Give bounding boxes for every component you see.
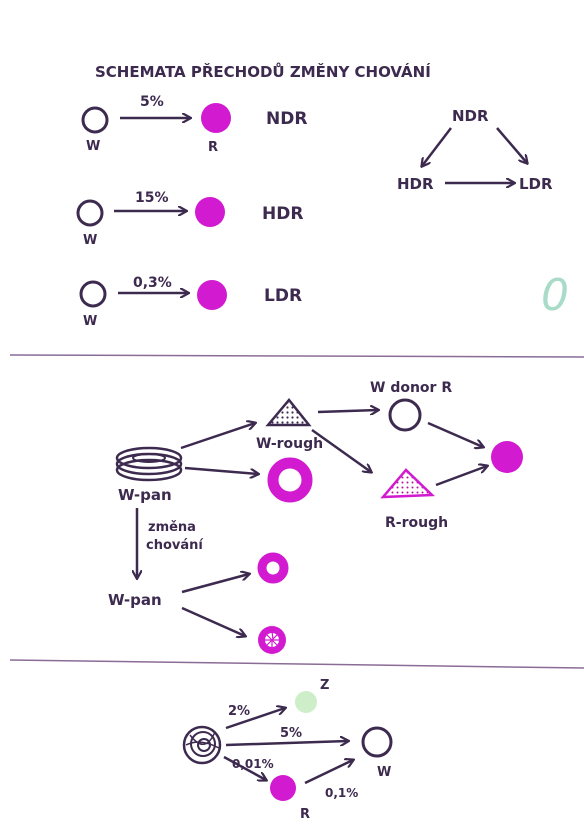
arrow-wpan2-to-star xyxy=(181,606,245,636)
change-label-2: chování xyxy=(146,538,204,553)
r-magenta-circle-2 xyxy=(195,197,225,227)
z-label: Z xyxy=(320,678,329,693)
type-label-2: HDR xyxy=(262,204,303,224)
w-donor-label: W donor R xyxy=(370,380,452,396)
r-rough-label: R-rough xyxy=(385,515,448,531)
magenta-ring-small xyxy=(257,552,289,584)
pct-w-label: 5% xyxy=(280,726,302,741)
w-white-circle-1 xyxy=(81,106,109,134)
w-label-1: W xyxy=(86,139,100,154)
arrow-r-to-w xyxy=(304,760,353,785)
w-rough-colony-icon xyxy=(265,398,312,427)
divider-1 xyxy=(9,354,584,358)
pct-label-3: 0,3% xyxy=(133,275,172,291)
arrow-spiral-to-w xyxy=(225,741,348,745)
r-magenta-circle-3 xyxy=(197,280,227,310)
magenta-ring-colony xyxy=(267,457,313,503)
w-rough-label: W-rough xyxy=(256,436,323,452)
divider-2 xyxy=(9,659,584,669)
w-pan-colony-icon xyxy=(115,446,183,482)
diagram-title: SCHEMATA PŘECHODŮ ZMĚNY CHOVÁNÍ xyxy=(95,61,431,81)
w-white-circle-2 xyxy=(76,199,104,227)
type-label-1: NDR xyxy=(266,109,307,129)
arrow-wpan-to-ring xyxy=(184,466,258,474)
w-donor-white-circle xyxy=(388,398,422,432)
triangle-left-label: HDR xyxy=(397,175,434,193)
arrow-wrough-to-donor xyxy=(317,410,378,412)
r-magenta-circle-s3 xyxy=(270,775,296,801)
w-pan-label: W-pan xyxy=(118,486,172,504)
magenta-star-colony xyxy=(258,626,286,654)
w-pan-label-2: W-pan xyxy=(108,591,162,609)
triangle-top-label: NDR xyxy=(452,107,489,125)
triangle-right-label: LDR xyxy=(519,175,553,193)
pct-r-label: 0,01% xyxy=(232,757,274,771)
r-label-s3: R xyxy=(300,807,310,822)
w-white-circle-s3 xyxy=(361,726,393,758)
arrow-ndr-to-ldr xyxy=(496,127,527,163)
arrow-rrough-to-r xyxy=(435,466,487,487)
arrow-ndr-to-hdr xyxy=(422,127,452,166)
w-label-s3: W xyxy=(377,765,391,780)
pct-label-1: 5% xyxy=(140,94,164,110)
z-green-circle xyxy=(295,691,317,713)
w-label-3: W xyxy=(83,314,97,329)
arrow-wpan-to-wrough xyxy=(180,423,255,450)
pct-z-label: 2% xyxy=(228,704,250,719)
arrow-wpan2-to-ring xyxy=(181,574,249,594)
arrow-wrough-to-rrough xyxy=(311,428,371,472)
pct-rw-label: 0,1% xyxy=(325,786,358,800)
type-label-3: LDR xyxy=(264,286,302,306)
pct-label-2: 15% xyxy=(135,190,169,206)
r-magenta-circle-final xyxy=(491,441,523,473)
w-label-2: W xyxy=(83,233,97,248)
r-rough-colony-icon xyxy=(380,468,435,499)
margin-mark: 0 xyxy=(541,270,569,321)
change-label-1: změna xyxy=(148,520,196,535)
arrow-spiral-to-r xyxy=(223,755,266,780)
r-magenta-circle-1 xyxy=(201,103,231,133)
arrow-donor-to-r xyxy=(427,421,483,447)
arrow-spiral-to-z xyxy=(225,708,285,730)
w-white-circle-3 xyxy=(79,280,107,308)
r-label-1: R xyxy=(208,140,218,155)
spiral-colony-icon xyxy=(182,725,222,765)
